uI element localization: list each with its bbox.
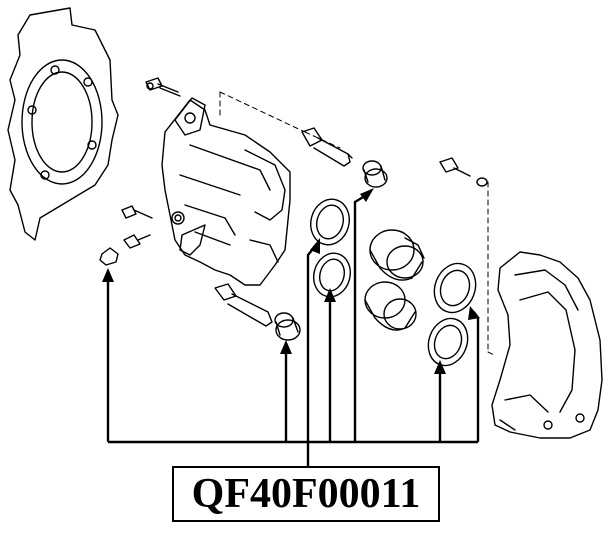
part-number-label: QF40F00011	[191, 471, 421, 517]
callout-arrow-pin-boot-upper	[353, 192, 369, 442]
piston-seal-upper	[310, 198, 350, 246]
dust-boot-upper	[433, 262, 477, 314]
piston-lower	[364, 281, 417, 331]
piston-upper	[369, 229, 425, 281]
arrowheads	[102, 188, 480, 374]
dust-boot-lower	[427, 317, 469, 367]
guide-pin-upper	[301, 127, 353, 167]
callout-arrow-dust-boot-upper	[473, 311, 480, 442]
alignment-lines	[219, 91, 497, 357]
bleeder-cap	[99, 247, 119, 266]
caliper-body	[161, 97, 291, 286]
piston-seal-lower	[313, 252, 351, 298]
callout-arrow-seal-upper	[306, 244, 317, 442]
pin-boot-upper	[362, 160, 388, 188]
bolt-right	[439, 157, 488, 187]
bleeder-screw	[121, 205, 153, 249]
bolt-upper	[145, 77, 181, 97]
part-number-box: QF40F00011	[172, 466, 440, 522]
pin-boot-lower	[274, 312, 301, 341]
backing-plate	[7, 7, 119, 241]
caliper-bracket	[491, 251, 603, 439]
callout-arrows	[106, 192, 480, 468]
guide-pin-lower	[214, 283, 273, 327]
